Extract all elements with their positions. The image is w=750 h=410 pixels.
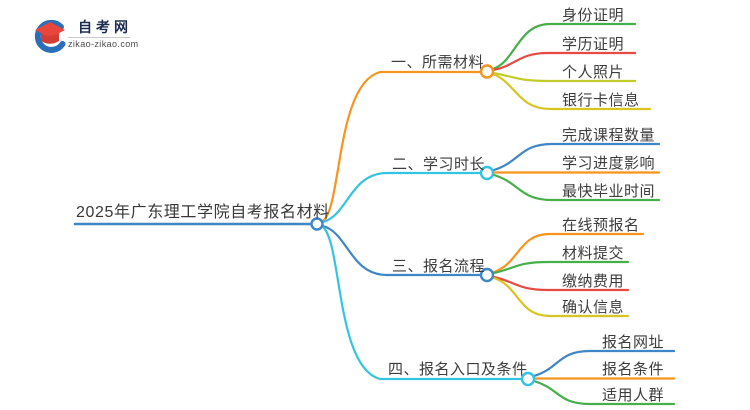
edge-branch2-child1: [492, 142, 661, 172]
edge-branch1-child4: [491, 72, 652, 111]
child-label-branch2-2[interactable]: 学习进度影响: [562, 155, 656, 172]
child-label-branch3-3[interactable]: 缴纳费用: [562, 273, 625, 290]
logo-domain: zikao-zikao.com: [68, 39, 139, 49]
edge-branch4-child1: [532, 349, 676, 378]
child-label-branch1-2[interactable]: 学历证明: [562, 36, 625, 53]
edge-branch1-child2: [491, 51, 637, 72]
child-label-branch3-1[interactable]: 在线预报名: [562, 217, 640, 234]
edge-root-branch4: [321, 225, 524, 381]
edge-branch3-child3: [492, 275, 630, 292]
site-logo[interactable]: 自考网 zikao-zikao.com: [28, 14, 148, 58]
child-label-branch4-3[interactable]: 适用人群: [602, 387, 665, 404]
root-node-label[interactable]: 2025年广东理工学院自考报名材料: [76, 204, 330, 221]
edge-branch2-child3: [492, 173, 661, 202]
child-label-branch4-2[interactable]: 报名条件: [602, 361, 665, 378]
branch1-label[interactable]: 一、所需材料: [391, 54, 485, 71]
edge-branch1-child3: [491, 71, 637, 83]
child-label-branch1-4[interactable]: 银行卡信息: [562, 92, 640, 109]
child-label-branch1-3[interactable]: 个人照片: [562, 64, 625, 81]
child-label-branch2-1[interactable]: 完成课程数量: [562, 127, 656, 144]
child-label-branch1-1[interactable]: 身份证明: [562, 7, 625, 24]
child-label-branch2-3[interactable]: 最快毕业时间: [562, 183, 656, 200]
edge-branch4-child3: [532, 379, 676, 406]
edge-root-branch2: [321, 171, 483, 224]
edge-root-branch1: [321, 70, 483, 223]
edge-branch3-child1: [492, 232, 645, 274]
edge-branch3-child2: [492, 260, 630, 275]
edge-branch3-child4: [492, 276, 630, 318]
edge-root-branch3: [321, 224, 483, 277]
branch4-node-circle[interactable]: [520, 371, 536, 387]
graduation-cap-icon: [34, 19, 66, 53]
logo-divider: [68, 37, 130, 38]
edge-branch1-child1: [491, 22, 637, 71]
child-label-branch3-4[interactable]: 确认信息: [562, 299, 625, 316]
branch4-label[interactable]: 四、报名入口及条件: [388, 361, 528, 378]
branch2-label[interactable]: 二、学习时长: [392, 156, 486, 173]
child-label-branch3-2[interactable]: 材料提交: [562, 245, 625, 262]
branch3-label[interactable]: 三、报名流程: [392, 258, 486, 275]
root-node-circle[interactable]: [310, 217, 324, 231]
logo-title: 自考网: [78, 19, 132, 35]
branch3-node-circle[interactable]: [479, 267, 495, 283]
branch1-node-circle[interactable]: [479, 64, 495, 79]
branch2-node-circle[interactable]: [479, 165, 495, 181]
child-label-branch4-1[interactable]: 报名网址: [602, 334, 665, 351]
